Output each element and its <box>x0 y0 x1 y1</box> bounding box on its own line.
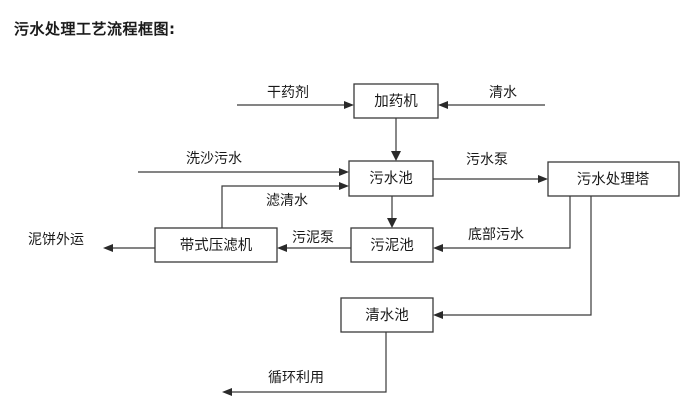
node-label-clean-water-pool: 清水池 <box>365 307 409 324</box>
edge-belt-filter-press-to-mud-cake-out <box>103 244 155 252</box>
node-label-treatment-tower: 污水处理塔 <box>577 171 650 188</box>
edge-label-sand-wash-sewage: 洗沙污水 <box>186 151 242 167</box>
edge-sand-wash-sewage-to-wastewater-pool <box>138 168 349 176</box>
edge-clean-water-pool-recycle-reuse <box>222 332 387 396</box>
edge-label-recycle-reuse: 循环利用 <box>268 370 324 386</box>
edge-wastewater-pool-to-sludge-pool <box>387 196 397 228</box>
edge-filtered-clear-water-to-wastewater-pool <box>221 182 349 228</box>
edge-dosing-machine-to-wastewater-pool <box>391 118 401 161</box>
node-sludge-pool[interactable]: 污泥池 <box>350 227 434 263</box>
edge-bottom-sewage-to-sludge-pool <box>433 196 571 252</box>
edge-label-bottom-sewage: 底部污水 <box>468 227 524 243</box>
edge-clean-water-to-dosing-machine <box>438 101 545 109</box>
node-label-sludge-pool: 污泥池 <box>370 237 414 254</box>
edge-wastewater-pool-to-treatment-tower <box>433 175 548 183</box>
edge-dry-chemical-to-dosing-machine <box>237 101 354 109</box>
node-clean-water-pool[interactable]: 清水池 <box>340 297 434 333</box>
edge-label-dry-chemical: 干药剂 <box>267 85 309 101</box>
edge-treatment-tower-to-clean-water-pool <box>433 196 592 319</box>
edge-label-sewage-pump: 污水泵 <box>466 152 508 168</box>
node-dosing-machine[interactable]: 加药机 <box>353 83 439 119</box>
edge-label-clean-water-in: 清水 <box>489 85 517 101</box>
edge-label-mud-cake-out: 泥饼外运 <box>28 232 84 248</box>
node-label-dosing-machine: 加药机 <box>374 93 418 110</box>
node-label-belt-filter-press: 带式压滤机 <box>180 237 253 254</box>
node-wastewater-pool[interactable]: 污水池 <box>348 160 434 197</box>
edge-sludge-pump-to-belt-filter-press <box>277 244 351 252</box>
edge-label-sludge-pump: 污泥泵 <box>292 230 334 246</box>
page-title: 污水处理工艺流程框图: <box>14 20 176 38</box>
node-treatment-tower[interactable]: 污水处理塔 <box>547 161 680 197</box>
edge-label-filtered-clear-water: 滤清水 <box>266 193 308 209</box>
node-belt-filter-press[interactable]: 带式压滤机 <box>154 227 278 263</box>
node-label-wastewater-pool: 污水池 <box>369 170 413 187</box>
